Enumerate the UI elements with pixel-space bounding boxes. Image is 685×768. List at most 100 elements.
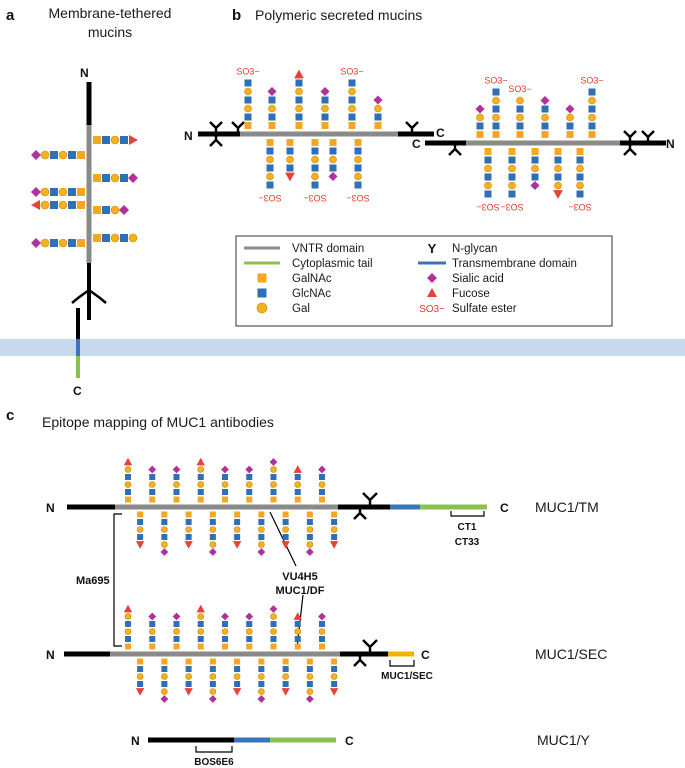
glcnac-square bbox=[68, 151, 76, 159]
glcnac-square bbox=[120, 136, 128, 144]
galnac-square bbox=[282, 658, 289, 665]
glcnac-square bbox=[492, 88, 500, 96]
glcnac-square bbox=[286, 164, 294, 172]
sialic-acid-diamond bbox=[373, 95, 383, 105]
fucose-triangle bbox=[123, 604, 133, 613]
fucose-triangle bbox=[294, 69, 304, 79]
glcnac-square bbox=[234, 534, 241, 540]
legend-fucose-triangle bbox=[427, 288, 437, 297]
glcnac-square bbox=[246, 636, 253, 642]
galnac-square bbox=[137, 511, 144, 518]
galnac-square bbox=[588, 131, 596, 138]
gal-circle bbox=[148, 628, 156, 635]
glcnac-square bbox=[588, 122, 596, 130]
glcnac-square bbox=[348, 113, 356, 121]
gal-circle bbox=[354, 155, 362, 164]
glcnac-square bbox=[282, 681, 289, 687]
glcnac-square bbox=[161, 519, 168, 525]
gal-circle bbox=[110, 173, 120, 183]
galnac-square bbox=[374, 122, 382, 129]
glcnac-square bbox=[266, 181, 274, 189]
glcnac-square bbox=[554, 173, 562, 181]
sulfate-ester-label: SO3− bbox=[346, 193, 369, 203]
glcnac-square bbox=[137, 666, 144, 672]
legend-n-glycan-symbol: Y bbox=[428, 241, 437, 256]
galnac-square bbox=[331, 658, 338, 665]
glcnac-square bbox=[222, 474, 228, 480]
sulfate-ester-label: SO3− bbox=[500, 202, 523, 212]
legend-label: Sulfate ester bbox=[452, 303, 517, 315]
glcnac-square bbox=[246, 621, 253, 627]
gal-circle bbox=[124, 613, 132, 620]
glcnac-square bbox=[102, 136, 110, 144]
gal-circle bbox=[197, 613, 205, 620]
galnac-square bbox=[93, 174, 101, 182]
glcnac-square bbox=[374, 113, 382, 121]
gal-circle bbox=[554, 164, 562, 173]
panel-a-n-terminus: N bbox=[80, 66, 89, 80]
glcnac-square bbox=[531, 173, 539, 181]
muc1sec-antibody-label: MUC1/SEC bbox=[381, 671, 433, 682]
sialic-acid-diamond bbox=[31, 150, 41, 160]
glcnac-square bbox=[120, 234, 128, 242]
gal-circle bbox=[354, 172, 362, 181]
glcnac-square bbox=[492, 122, 500, 130]
sialic-acid-diamond bbox=[257, 695, 266, 703]
galnac-square bbox=[234, 658, 241, 665]
gal-circle bbox=[541, 113, 549, 122]
sialic-acid-diamond bbox=[318, 612, 326, 621]
galnac-square bbox=[531, 148, 539, 155]
ma695-bracket bbox=[113, 513, 122, 647]
gal-circle bbox=[258, 673, 265, 680]
glcnac-square bbox=[161, 534, 168, 540]
glcnac-square bbox=[185, 519, 192, 525]
glcnac-square bbox=[222, 636, 228, 642]
gal-circle bbox=[311, 172, 319, 181]
glcnac-square bbox=[294, 621, 301, 627]
galnac-square bbox=[93, 234, 101, 242]
glcnac-square bbox=[268, 96, 276, 104]
glcnac-square bbox=[270, 636, 277, 642]
panel-c-letter: c bbox=[6, 407, 14, 424]
glcnac-square bbox=[258, 681, 265, 687]
gal-circle bbox=[282, 673, 289, 680]
glcnac-square bbox=[566, 122, 574, 130]
glcnac-square bbox=[149, 636, 156, 642]
glcnac-square bbox=[576, 156, 584, 164]
glcnac-square bbox=[295, 79, 303, 87]
panel-b-mucin1-n-glycan-up-2 bbox=[231, 121, 245, 134]
sialic-acid-diamond bbox=[221, 465, 229, 474]
glcnac-square bbox=[68, 201, 76, 209]
bos6e6-bracket bbox=[195, 746, 233, 753]
glcnac-square bbox=[295, 113, 303, 121]
galnac-square bbox=[258, 511, 265, 518]
gal-circle bbox=[185, 673, 192, 680]
glcnac-square bbox=[125, 636, 131, 642]
fucose-triangle bbox=[123, 457, 133, 466]
gal-circle bbox=[554, 181, 562, 190]
legend-label: N-glycan bbox=[452, 243, 497, 255]
gal-circle bbox=[266, 172, 274, 181]
gal-circle bbox=[110, 135, 120, 145]
galnac-square bbox=[268, 122, 276, 129]
legend-item-blue-line: Transmembrane domain bbox=[418, 258, 577, 270]
galnac-square bbox=[492, 131, 500, 138]
gal-circle bbox=[492, 113, 500, 122]
glcnac-square bbox=[295, 96, 303, 104]
glcnac-square bbox=[354, 181, 362, 189]
sialic-acid-diamond bbox=[245, 612, 254, 621]
gal-circle bbox=[233, 526, 241, 533]
galnac-square bbox=[149, 643, 156, 650]
sialic-acid-diamond bbox=[31, 187, 41, 197]
glcnac-square bbox=[508, 173, 516, 181]
panel-b-mucin2-n-glycan-up-2 bbox=[641, 130, 655, 143]
sulfate-ester-label: SO3− bbox=[340, 67, 363, 77]
gal-circle bbox=[173, 481, 180, 488]
cell-membrane-band bbox=[0, 339, 685, 356]
sialic-acid-diamond bbox=[530, 180, 540, 191]
panel-a-letter: a bbox=[6, 7, 15, 24]
gal-circle bbox=[270, 613, 277, 620]
galnac-square bbox=[209, 658, 216, 665]
glcnac-square bbox=[125, 621, 131, 627]
